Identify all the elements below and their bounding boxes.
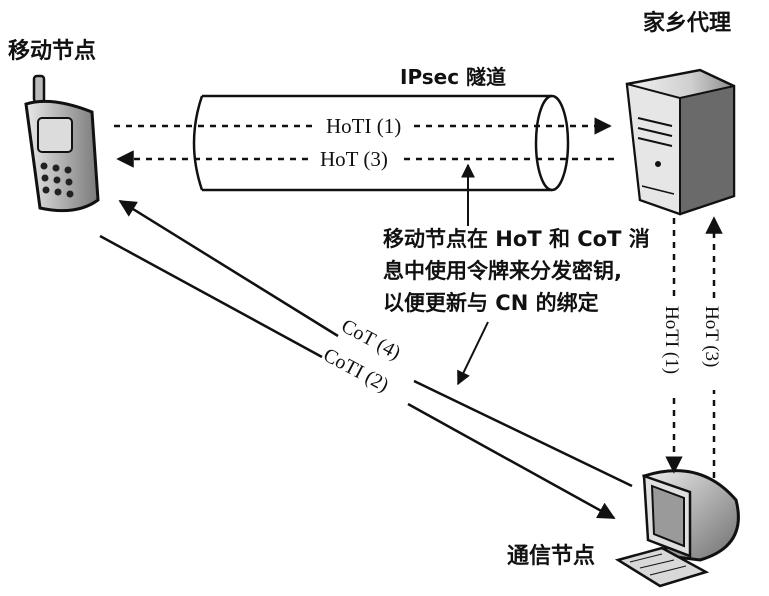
annotation-line-3: 以便更新与 CN 的绑定 <box>383 291 599 315</box>
ipsec-tunnel-label: IPsec 隧道 <box>400 65 506 89</box>
annotation: 移动节点在 HoT 和 CoT 消 息中使用令牌来分发密钥, 以便更新与 CN … <box>383 227 650 315</box>
hot-tunnel-label: HoT (3) <box>320 147 388 171</box>
computer-icon <box>614 469 740 588</box>
cot-arrow-upper <box>118 199 339 338</box>
annotation-line-1: 移动节点在 HoT 和 CoT 消 <box>383 227 650 251</box>
mobile-node-label: 移动节点 <box>8 38 96 64</box>
annotation-pointer-cot <box>457 321 489 386</box>
hoti-vertical-label: HoTI (1) <box>661 306 682 374</box>
annotation-line-2: 息中使用令牌来分发密钥, <box>383 259 622 283</box>
mobile-phone-icon <box>24 74 100 213</box>
home-agent-label: 家乡代理 <box>643 10 731 36</box>
server-icon <box>625 68 736 216</box>
cot-arrow-lower <box>413 379 633 488</box>
correspondent-node-label: 通信节点 <box>507 543 595 569</box>
hoti-tunnel-label: HoTI (1) <box>326 114 401 138</box>
coti-arrow-upper <box>99 234 323 359</box>
hot-vertical-label: HoT (3) <box>701 306 722 367</box>
ipsec-tunnel <box>192 94 570 192</box>
coti-arrow-lower <box>407 402 616 520</box>
